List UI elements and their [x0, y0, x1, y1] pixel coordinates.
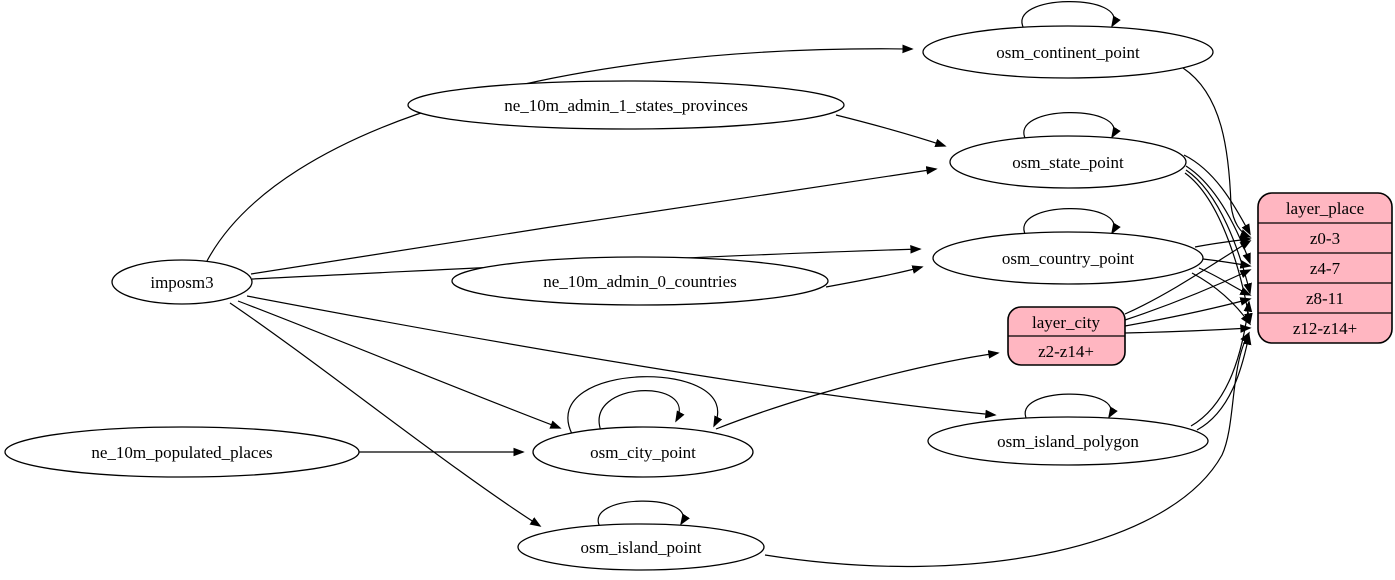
edge-layer_city-z0-3	[1124, 240, 1252, 315]
record-layer_place-row-z0-3: z0-3	[1310, 229, 1340, 248]
edges	[206, 1, 1253, 568]
node-osm_island_polygon-label: osm_island_polygon	[997, 432, 1139, 451]
edge-osm_state_point-z8-11	[1185, 169, 1252, 295]
node-osm_island_polygon-shape	[927, 416, 1209, 466]
node-ne_10m_populated_places-label: ne_10m_populated_places	[91, 443, 272, 462]
edge-ne_10m_admin_1_states_provinces-osm_state_point	[835, 114, 947, 148]
edge-layer_city-z12-z14	[1124, 324, 1252, 334]
node-ne_10m_admin_0_countries: ne_10m_admin_0_countries	[451, 256, 829, 306]
edge-osm_state_point-z0-3	[1183, 154, 1251, 236]
edge-self-outer-osm_city_point	[567, 376, 723, 435]
node-osm_island_point: osm_island_point	[517, 523, 765, 571]
edge-imposm3-osm_continent_point	[206, 44, 914, 262]
edge-layer_city-z8-11	[1124, 297, 1252, 327]
edge-self-osm_state_point	[1023, 112, 1121, 141]
node-osm_country_point-label: osm_country_point	[1002, 249, 1134, 268]
node-osm_state_point-shape	[949, 135, 1187, 189]
record-layer_city-title: layer_city	[1032, 313, 1100, 332]
node-ne_10m_populated_places-shape	[4, 426, 360, 478]
node-ne_10m_admin_1_states_provinces-shape	[407, 80, 845, 130]
edge-imposm3-osm_island_polygon	[246, 295, 997, 419]
node-ne_10m_admin_0_countries-label: ne_10m_admin_0_countries	[543, 272, 737, 291]
node-ne_10m_admin_1_states_provinces-label: ne_10m_admin_1_states_provinces	[504, 96, 748, 115]
node-osm_island_point-label: osm_island_point	[581, 538, 702, 557]
edge-osm_island_polygon-z12-z14	[1196, 333, 1252, 431]
record-layer_place-row-z4-7: z4-7	[1310, 259, 1341, 278]
edge-osm_state_point-z12-z14	[1184, 172, 1253, 325]
node-imposm3-shape	[111, 259, 253, 305]
edge-self-osm_country_point	[1023, 208, 1121, 237]
edge-imposm3-osm_state_point	[250, 166, 938, 275]
edge-osm_continent_point-z0-3	[1182, 67, 1252, 238]
edge-imposm3-osm_city_point	[237, 300, 562, 429]
node-osm_continent_point-label: osm_continent_point	[996, 43, 1140, 62]
edge-osm_island_polygon-z8-11	[1190, 300, 1253, 427]
edge-self-osm_continent_point	[1021, 1, 1121, 30]
record-layer_place-box	[1257, 192, 1393, 344]
node-osm_city_point: osm_city_point	[532, 426, 754, 478]
record-layer_place-title: layer_place	[1286, 199, 1364, 218]
node-imposm3: imposm3	[111, 259, 253, 305]
edge-osm_state_point-z4-7	[1185, 165, 1251, 265]
record-layer_city-row-z2-z14: z2-z14+	[1038, 342, 1094, 361]
node-osm_state_point: osm_state_point	[949, 135, 1187, 189]
node-ne_10m_populated_places: ne_10m_populated_places	[4, 426, 360, 478]
node-imposm3-label: imposm3	[150, 273, 213, 292]
nodes: imposm3 ne_10m_admin_1_states_provinces …	[4, 25, 1214, 571]
node-osm_city_point-label: osm_city_point	[590, 443, 696, 462]
edge-osm_country_point-z0-3	[1194, 235, 1252, 248]
node-ne_10m_admin_0_countries-shape	[451, 256, 829, 306]
node-osm_state_point-label: osm_state_point	[1012, 153, 1124, 172]
record-layer_city: layer_city z2-z14+	[1007, 306, 1126, 366]
node-ne_10m_admin_1_states_provinces: ne_10m_admin_1_states_provinces	[407, 80, 845, 130]
edge-layer_city-z4-7	[1124, 269, 1252, 321]
node-osm_island_point-shape	[517, 523, 765, 571]
record-layer_place-row-z12-z14: z12-z14+	[1293, 319, 1357, 338]
edge-self-inner-osm_city_point	[598, 390, 685, 432]
node-osm_city_point-shape	[532, 426, 754, 478]
node-osm_country_point-shape	[932, 231, 1204, 285]
edge-osm_country_point-z4-7	[1202, 258, 1252, 269]
record-layer_place: layer_place z0-3 z4-7 z8-11 z12-z14+	[1257, 192, 1393, 344]
edge-self-osm_island_polygon	[1024, 393, 1118, 421]
node-osm_continent_point-shape	[922, 25, 1214, 79]
node-osm_continent_point: osm_continent_point	[922, 25, 1214, 79]
edge-osm_city_point-layer_city	[715, 350, 1000, 430]
edge-ne_10m_admin_0_countries-osm_country_point	[825, 265, 924, 288]
node-osm_island_polygon: osm_island_polygon	[927, 416, 1209, 466]
edge-osm_island_point-z12-z14	[764, 331, 1250, 568]
edge-self-osm_island_point	[597, 500, 690, 528]
edge-imposm3-osm_island_point	[229, 302, 542, 527]
record-layer_place-row-z8-11: z8-11	[1306, 289, 1344, 308]
node-osm_country_point: osm_country_point	[932, 231, 1204, 285]
